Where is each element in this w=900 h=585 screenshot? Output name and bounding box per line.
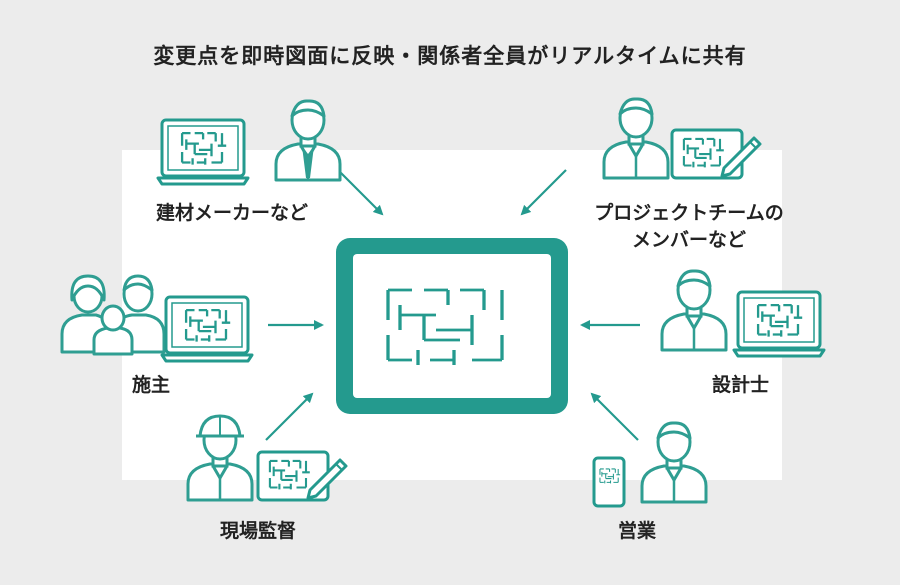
label-sales: 営業 bbox=[618, 520, 657, 542]
sales-person-icon bbox=[640, 421, 708, 504]
flow-arrows bbox=[265, 169, 640, 441]
site-supervisor-tablet-pen-icon bbox=[258, 452, 346, 500]
center-floor-plan-tablet-icon bbox=[336, 238, 568, 414]
sales-smartphone-icon bbox=[592, 456, 626, 508]
label-project-team-line2: メンバーなど bbox=[631, 229, 746, 251]
site-supervisor-person-icon bbox=[186, 414, 254, 502]
arrow-from-sales bbox=[590, 392, 639, 441]
label-architect: 設計士 bbox=[712, 374, 770, 396]
arrow-from-site-supervisor bbox=[265, 392, 314, 441]
project-team-person-icon bbox=[602, 97, 670, 180]
arrow-from-maker bbox=[337, 169, 384, 216]
client-laptop-icon bbox=[162, 297, 252, 361]
label-site-supervisor: 現場監督 bbox=[220, 520, 297, 542]
project-team-tablet-pen-icon bbox=[672, 130, 760, 178]
arrow-from-project-team bbox=[520, 169, 567, 216]
maker-laptop-icon bbox=[158, 120, 248, 184]
client-family-icon bbox=[60, 274, 166, 356]
label-project-team: プロジェクトチームの メンバーなど bbox=[578, 200, 800, 254]
architect-person-icon bbox=[660, 269, 728, 352]
diagram-title: 変更点を即時図面に反映・関係者全員がリアルタイムに共有 bbox=[153, 44, 747, 68]
label-project-team-line1: プロジェクトチームの bbox=[594, 202, 784, 224]
label-client: 施主 bbox=[132, 374, 171, 396]
architect-laptop-icon bbox=[734, 292, 824, 356]
maker-person-icon bbox=[274, 99, 342, 182]
label-building-material-maker: 建材メーカーなど bbox=[156, 202, 309, 224]
